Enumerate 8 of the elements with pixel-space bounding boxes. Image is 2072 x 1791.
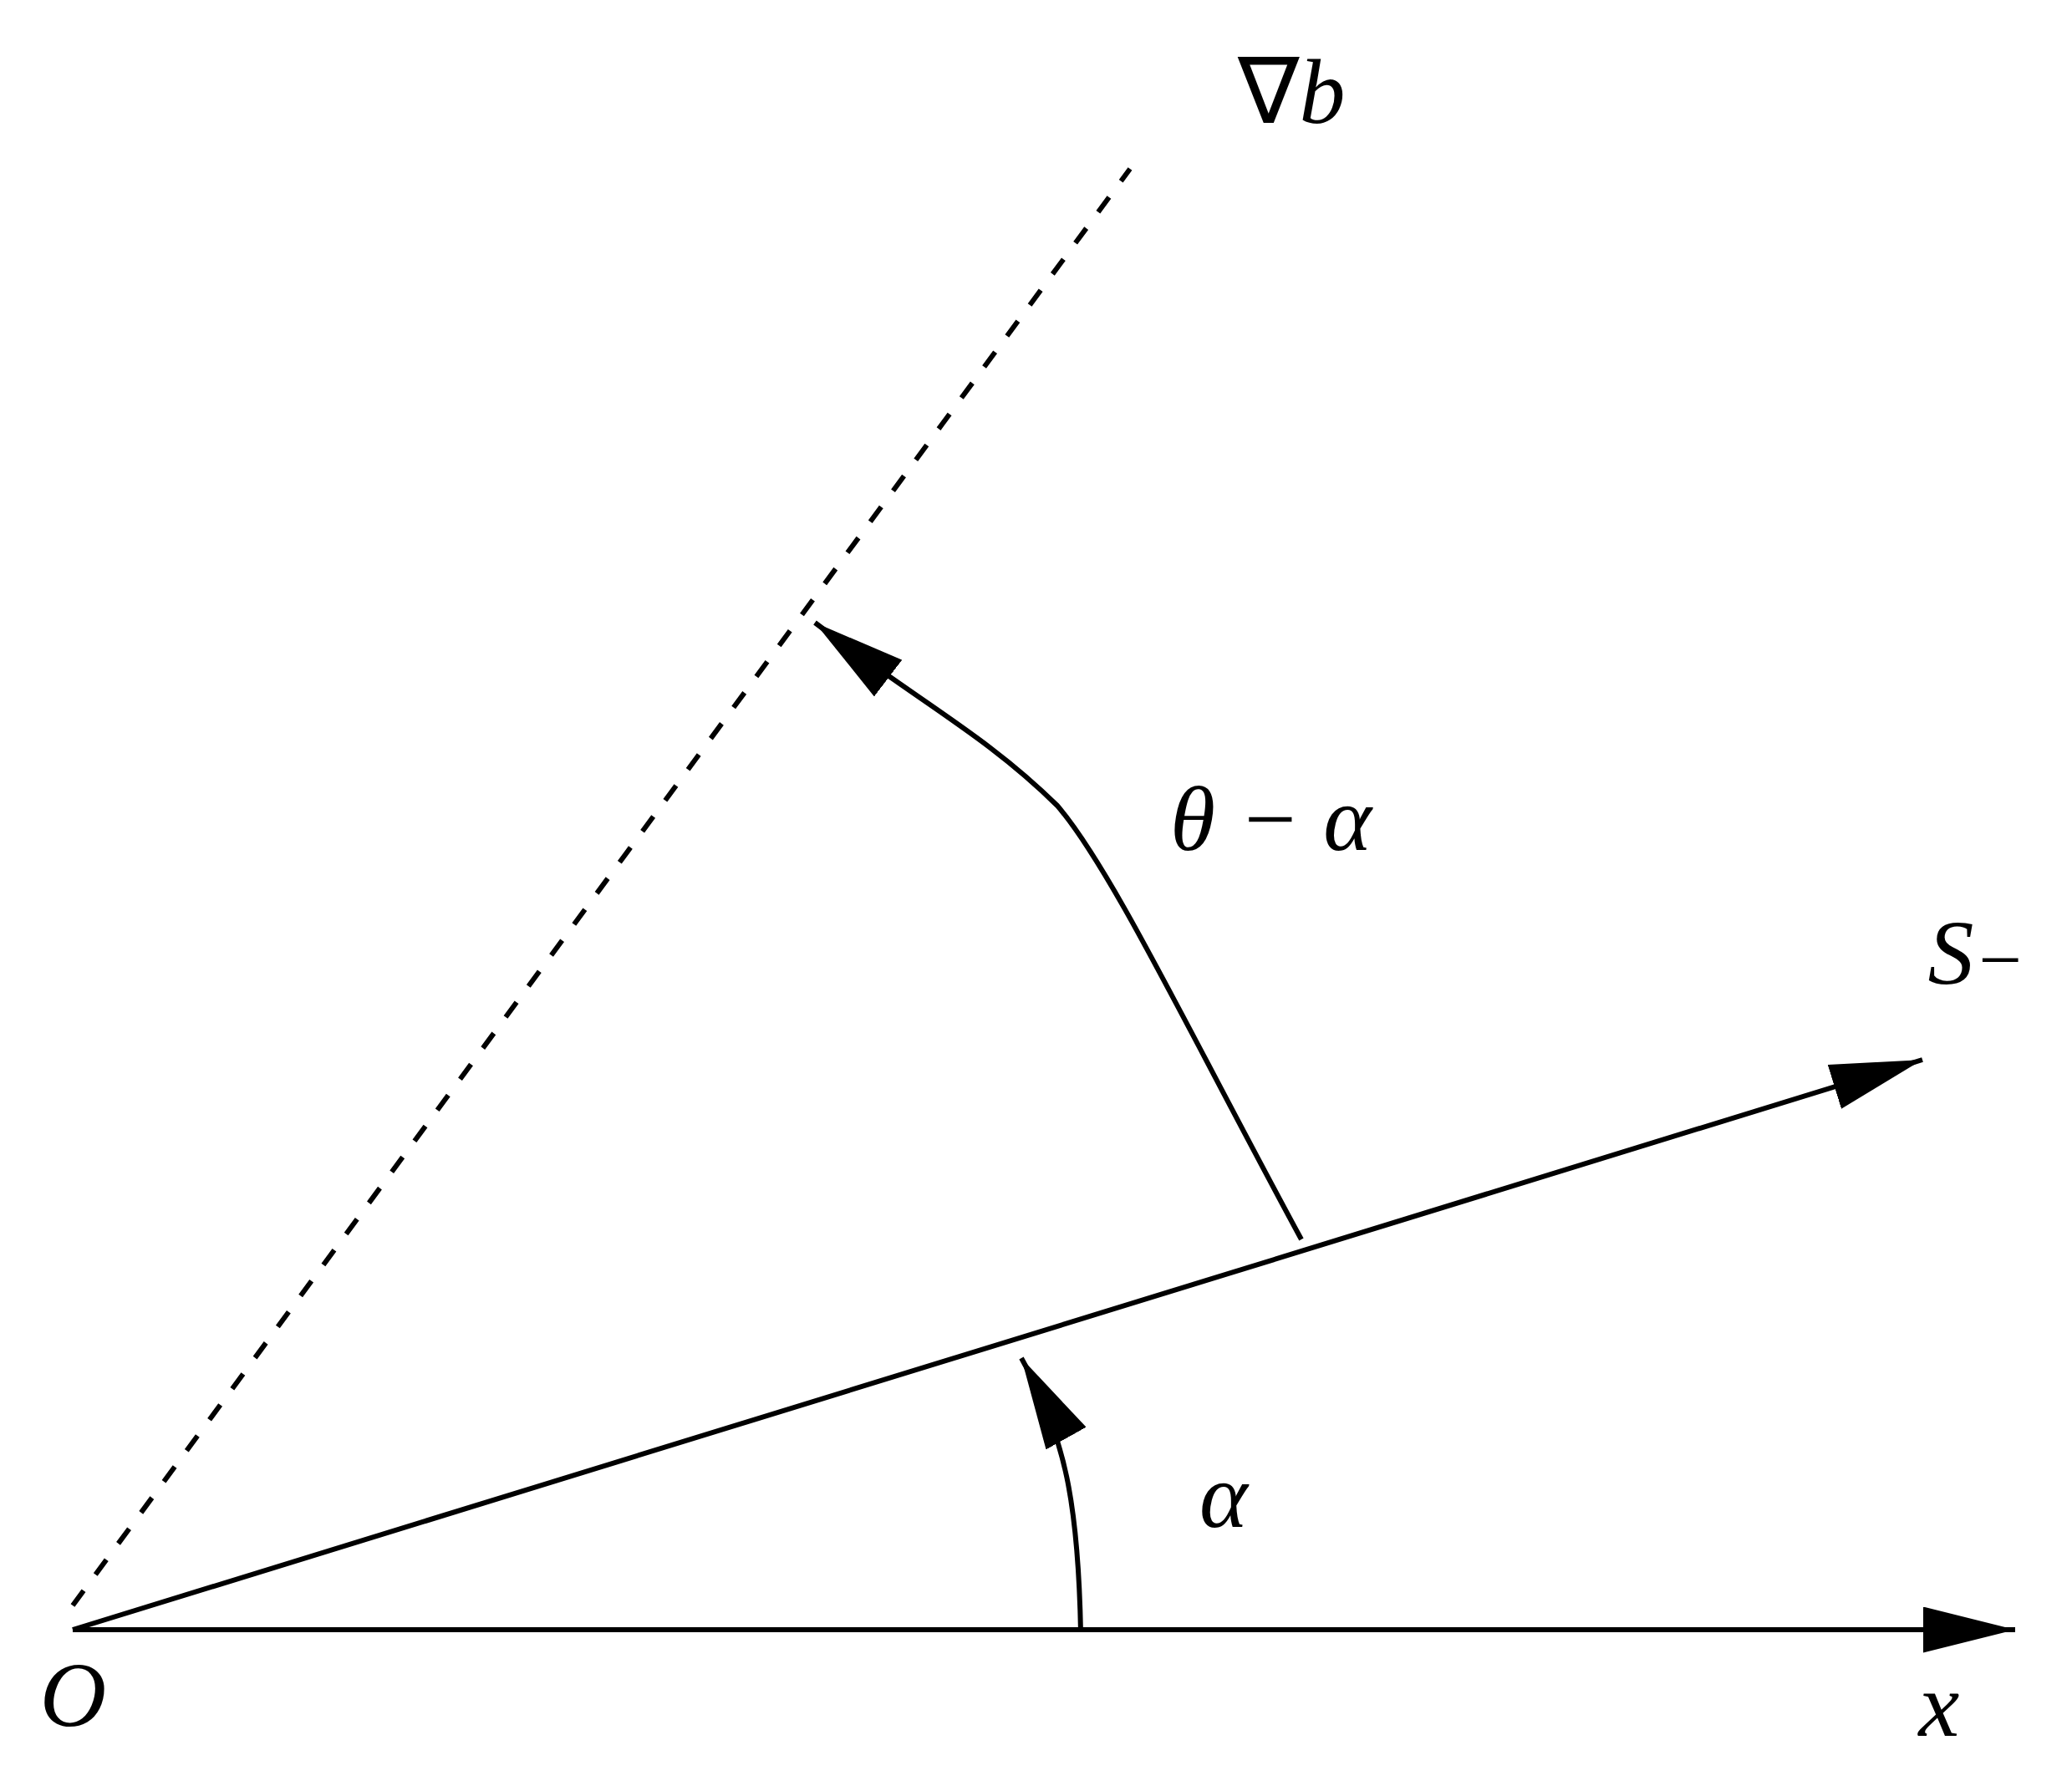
angle-label: θ − α (1170, 773, 1372, 865)
dashed-line (70, 167, 1133, 1607)
arrow (72, 1057, 1923, 1632)
axis-label: x (1906, 1659, 1973, 1751)
arrow (73, 1606, 2015, 1653)
axis-label: O (38, 1632, 109, 1741)
axis-label: ∇b (1216, 33, 1367, 138)
angle-label: α (1199, 1450, 1248, 1542)
